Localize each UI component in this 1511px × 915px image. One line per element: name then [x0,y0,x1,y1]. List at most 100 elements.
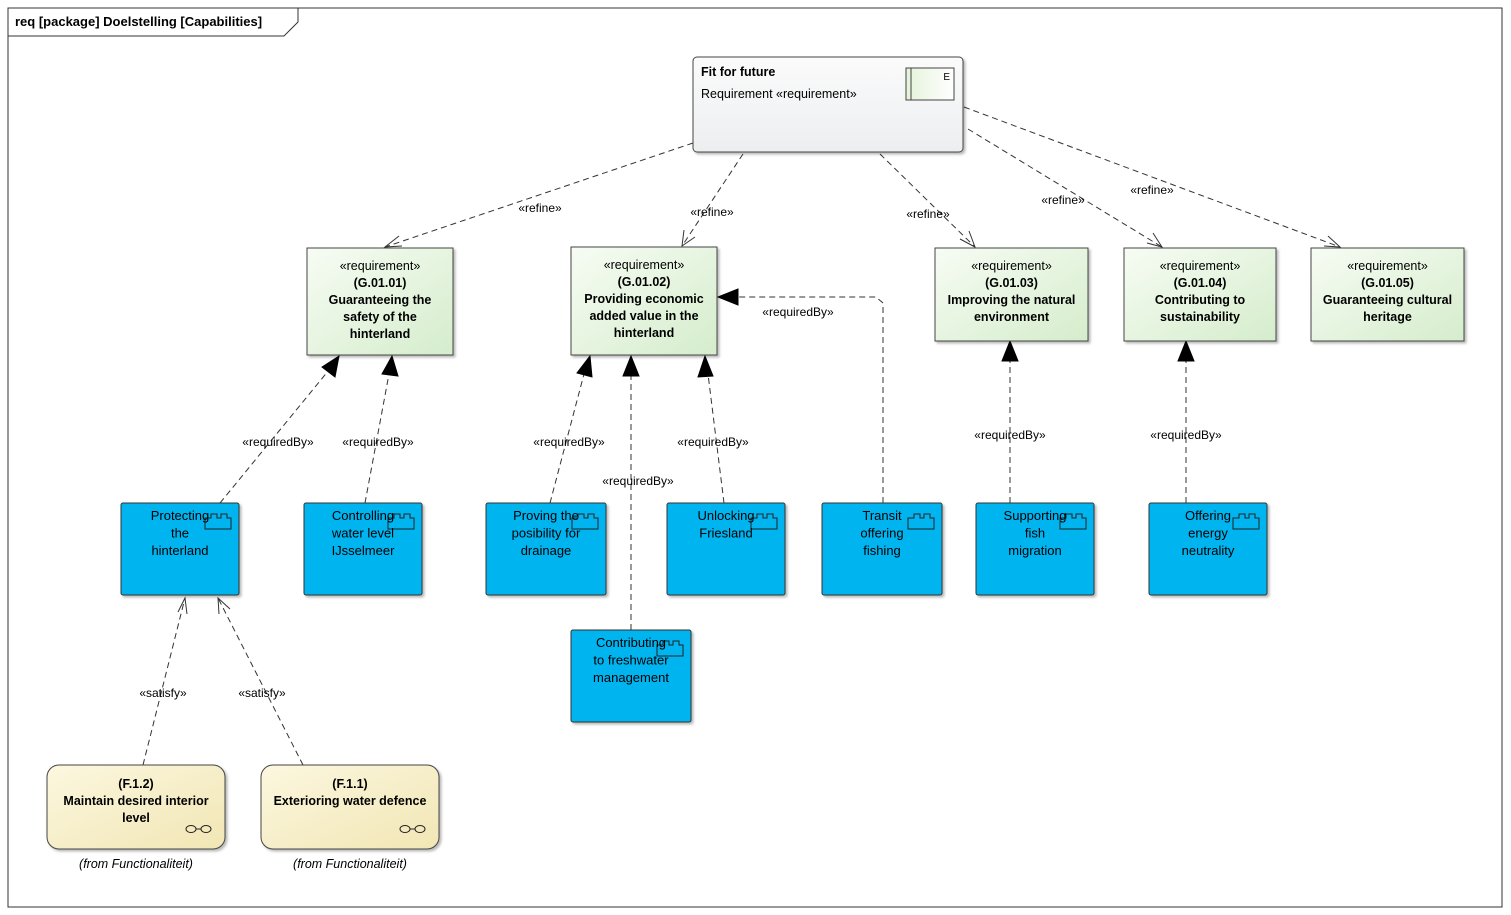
satisfy-connector-f11[interactable] [217,596,304,766]
requirement-stereotype: «requirement» [971,259,1052,273]
capability-label-line: Unlocking [697,508,754,523]
requiredby-label: «requiredBy» [602,474,674,488]
refine-label: «refine» [518,201,562,215]
component-icon [387,513,415,530]
requiredby-label: «requiredBy» [533,435,605,449]
satisfy-connector-f12[interactable] [142,596,188,766]
requirement-box-3[interactable]: «requirement» (G.01.03) Improving the natu… [934,247,1089,342]
requiredby-connector-transit[interactable] [716,288,884,503]
requirement-id: (G.01.05) [1361,276,1414,290]
requirement-name-line: Improving the natural [948,293,1076,307]
requiredby-label: «requiredBy» [974,428,1046,442]
package-frame: req [package] Doelstelling [Capabilities… [7,7,1503,908]
frame-title: req [package] Doelstelling [Capabilities… [15,14,262,29]
component-icon [204,513,232,530]
capability-label-line: Supporting [1004,508,1067,523]
refine-connector-g0105[interactable] [963,106,1342,248]
refine-connector-g0102[interactable] [681,153,744,248]
requirement-stereotype: «requirement» [340,259,421,273]
requirement-name-line: Guaranteeing the [329,293,432,307]
capability-label-line: hinterland [151,543,208,558]
requirement-name-line: added value in the [589,309,698,323]
function-box-1[interactable]: (F.1.2) Maintain desired interior level [46,764,226,850]
function-name-line: Maintain desired interior [63,794,208,808]
requirement-id: (G.01.03) [985,276,1038,290]
requirement-box-2[interactable]: «requirement» (G.01.02) Providing economic… [570,246,718,356]
top-requirement-fit-for-future[interactable]: Fit for future Requirement «requirement»… [692,56,964,153]
refine-connector-g0104[interactable] [967,128,1164,248]
capability-label-line: Offering [1185,508,1231,523]
glasses-icon [399,825,426,833]
capability-label-line: water level [331,526,394,541]
requiredby-connector-supporting[interactable] [1001,339,1019,503]
capability-label-line: Transit [862,508,902,523]
requirement-stereotype: «requirement» [604,258,685,272]
requirement-name-line: Providing economic [584,292,704,306]
top-requirement-name: Fit for future [701,65,775,79]
refine-label: «refine» [1041,193,1085,207]
requiredby-connector-unlocking[interactable] [697,354,725,504]
refine-label: «refine» [1130,183,1174,197]
requiredby-label: «requiredBy» [762,305,834,319]
capability-label-line: drainage [521,543,572,558]
requirement-name-line: sustainability [1160,310,1240,324]
function-id: (F.1.1) [332,777,367,791]
component-icon [750,513,778,530]
function-id: (F.1.2) [118,777,153,791]
refine-connector-g0103[interactable] [879,153,976,249]
function-group: (F.1.2) Maintain desired interior level (fr… [46,764,440,871]
requirement-name-line: Guaranteeing cultural [1323,293,1452,307]
function-origin: (from Functionaliteit) [79,857,193,871]
component-icon [1232,513,1260,530]
function-box-2[interactable]: (F.1.1)Exterioring water defence [260,764,440,850]
requiredby-label: «requiredBy» [1150,428,1222,442]
requiredby-label: «requiredBy» [242,435,314,449]
requirement-name-line: heritage [1363,310,1412,324]
requirement-box-5[interactable]: «requirement» (G.01.05) Guaranteeing cultu… [1310,247,1465,342]
capability-label-line: Contributing [596,635,666,650]
function-name-line: level [122,811,150,825]
requirement-badge-letter: E [943,72,950,83]
capability-label-line: Proving the [513,508,579,523]
requiredby-connector-offering[interactable] [1177,339,1195,503]
requirement-group: «requirement» (G.01.01) Guaranteeing the sa… [306,246,1465,356]
function-origin: (from Functionaliteit) [293,857,407,871]
requirement-box-4[interactable]: «requirement»(G.01.04)Contributing tosus… [1123,247,1277,342]
requirement-name-line: hinterland [614,326,674,340]
capability-group: ProtectingthehinterlandControllingwater … [120,502,1268,723]
capability-label-line: migration [1008,543,1061,558]
capability-label-line: IJsselmeer [332,543,396,558]
requiredby-label: «requiredBy» [677,435,749,449]
requirement-id: (G.01.04) [1174,276,1227,290]
requiredby-connector-contributing[interactable] [622,354,640,630]
capability-label-line: Protecting [151,508,210,523]
requirement-name-line: safety of the [343,310,417,324]
glasses-icon [185,825,212,833]
requiredby-connector-proving[interactable] [549,354,593,504]
capability-label-line: posibility for [512,526,581,541]
capability-label-line: offering [860,526,903,541]
refine-connector-g0101[interactable] [383,142,694,248]
requiredby-connector-protecting[interactable] [219,354,340,504]
refine-label: «refine» [690,205,734,219]
capability-box-3[interactable]: Proving the posibility for drainage [485,502,607,596]
component-icon [1059,513,1087,530]
requiredby-label: «requiredBy» [342,435,414,449]
capability-label-line: management [593,670,669,685]
capability-label-line: fish [1025,526,1045,541]
component-icon [907,513,935,530]
requiredby-connector-controlling[interactable] [364,354,399,504]
requirement-id: (G.01.02) [618,275,671,289]
requirement-element-icon: E [905,67,955,101]
capability-box-6[interactable]: Supporting fish migration [975,502,1095,596]
requirement-stereotype: «requirement» [1347,259,1428,273]
requirement-id: (G.01.01) [354,276,407,290]
requirement-box-1[interactable]: «requirement» (G.01.01) Guaranteeing the sa… [306,247,454,356]
